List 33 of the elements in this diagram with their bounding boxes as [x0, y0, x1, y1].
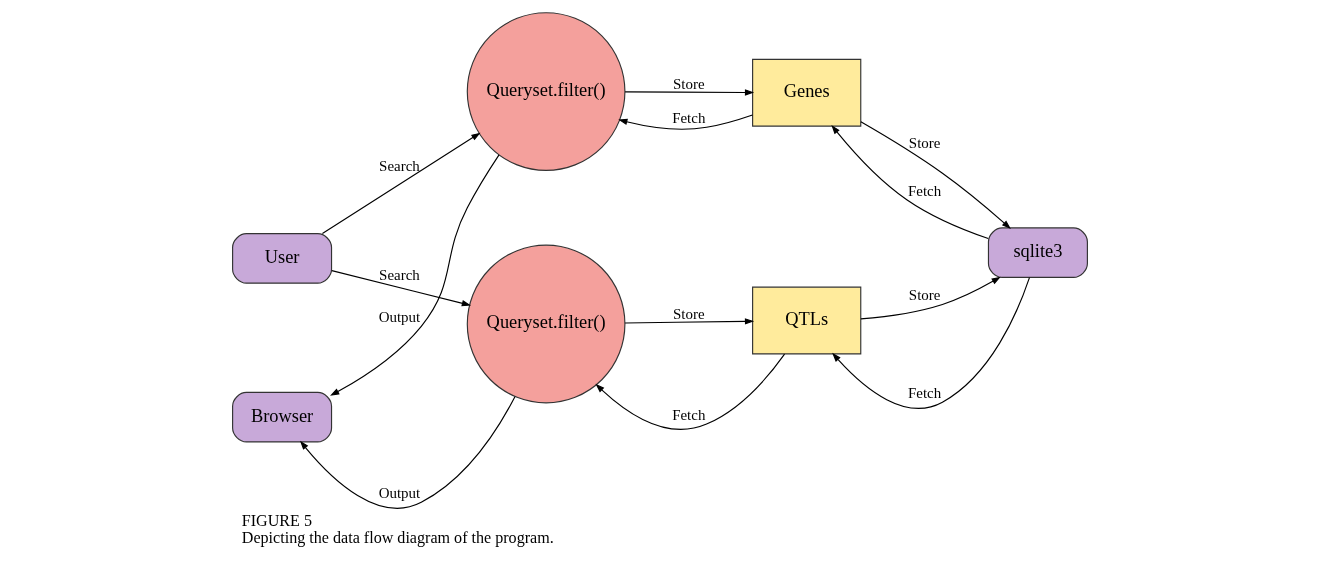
arrow — [594, 353, 785, 430]
edge-label: Store — [908, 287, 940, 304]
edge-label: Store — [908, 135, 940, 152]
node-box: QTLs — [751, 286, 861, 355]
edge-label: Output — [378, 309, 420, 326]
arrow — [329, 154, 500, 396]
edge-label: Search — [378, 266, 420, 283]
node-circle: Queryset.filter() — [466, 244, 625, 404]
arrow — [330, 270, 471, 307]
caption: Depicting the data flow diagram of the program. — [241, 529, 554, 547]
arrow — [831, 277, 1030, 409]
arrow — [321, 132, 480, 234]
diagram-title: FIGURE 5 — [241, 511, 312, 529]
edge-label: Fetch — [907, 385, 941, 402]
node-box: Genes — [751, 58, 861, 127]
node-box: User — [231, 233, 332, 284]
node-circle: Queryset.filter() — [466, 12, 625, 171]
arrow — [859, 121, 1011, 229]
edge-label: Output — [378, 485, 420, 502]
edge-label: Fetch — [907, 182, 941, 199]
arrow — [830, 125, 989, 240]
node-box: sqlite3 — [987, 227, 1088, 278]
arrow — [859, 276, 1001, 320]
edge-label: Fetch — [671, 110, 705, 127]
edge-label: Store — [672, 75, 705, 92]
edge-label: Store — [672, 305, 705, 322]
edge-label: Search — [378, 158, 420, 175]
node-box: Browser — [231, 391, 332, 443]
arrow — [624, 89, 754, 96]
arrow — [299, 396, 515, 509]
edge-label: Fetch — [671, 406, 705, 423]
arrow — [617, 114, 753, 130]
arrow — [624, 318, 754, 325]
